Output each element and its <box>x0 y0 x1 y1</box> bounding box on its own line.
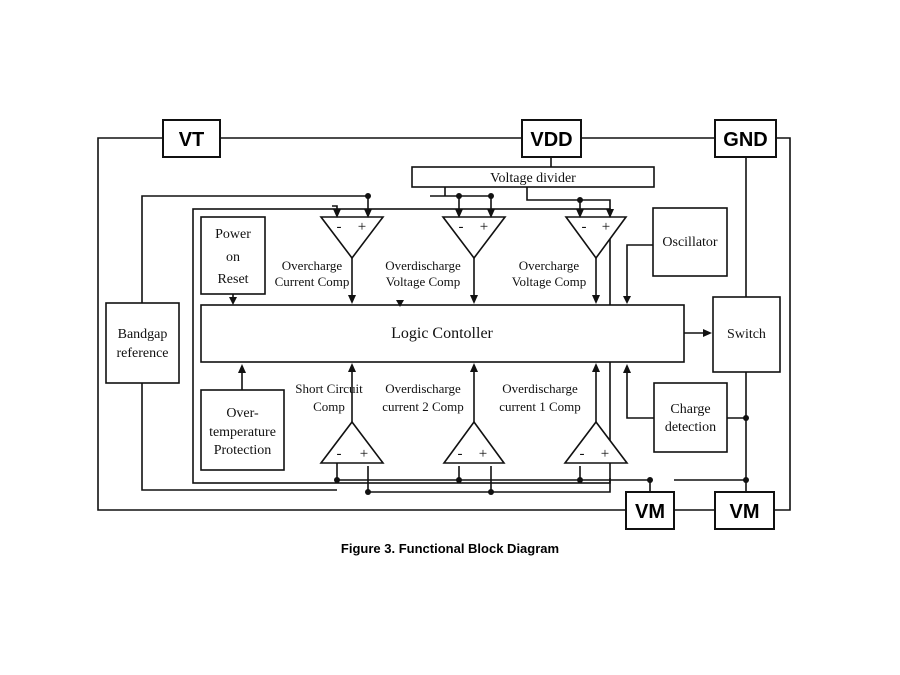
svg-text:VM: VM <box>635 501 665 523</box>
pin-vm-right: VM <box>714 491 775 530</box>
pin-vdd: VDD <box>521 119 582 158</box>
svg-text:+: + <box>602 219 610 235</box>
svg-text:Power: Power <box>215 227 251 242</box>
svg-text:Overcharge: Overcharge <box>519 258 580 273</box>
svg-text:GND: GND <box>723 129 767 151</box>
svg-text:+: + <box>601 446 609 462</box>
svg-text:Overdischarge: Overdischarge <box>385 381 461 396</box>
svg-text:-: - <box>337 446 342 462</box>
oscillator-block: Oscillator <box>652 207 728 277</box>
label-overcharge-voltage-comp: Overcharge Voltage Comp <box>512 258 587 289</box>
comparator-overdischarge-current-2: - + <box>442 420 506 464</box>
svg-text:current 1 Comp: current 1 Comp <box>499 399 581 414</box>
svg-text:Overcharge: Overcharge <box>282 258 343 273</box>
comparator-short-circuit: - + <box>319 420 385 464</box>
svg-text:-: - <box>459 219 464 235</box>
svg-text:Overdischarge: Overdischarge <box>385 258 461 273</box>
svg-text:Short Circuit: Short Circuit <box>295 381 363 396</box>
svg-text:on: on <box>226 250 240 265</box>
svg-text:Switch: Switch <box>727 327 766 342</box>
switch-block: Switch <box>712 296 781 373</box>
svg-text:-: - <box>337 219 342 235</box>
comparator-overdischarge-voltage: - + <box>441 216 507 260</box>
comparator-overdischarge-current-1: - + <box>563 420 629 464</box>
svg-text:+: + <box>480 219 488 235</box>
logic-controller-block: Logic Contoller <box>200 304 685 363</box>
figure-caption: Figure 3. Functional Block Diagram <box>341 541 559 556</box>
arrowheads <box>229 209 712 373</box>
svg-text:+: + <box>358 219 366 235</box>
svg-text:Oscillator: Oscillator <box>662 235 718 250</box>
svg-text:+: + <box>360 446 368 462</box>
svg-text:-: - <box>582 219 587 235</box>
label-short-circuit-comp: Short Circuit Comp <box>295 381 363 414</box>
svg-text:-: - <box>458 446 463 462</box>
comparator-overcharge-voltage: - + <box>564 216 628 260</box>
svg-text:-: - <box>580 446 585 462</box>
label-overdischarge-voltage-comp: Overdischarge Voltage Comp <box>385 258 461 289</box>
label-overcharge-current-comp: Overcharge Current Comp <box>275 258 350 289</box>
svg-text:reference: reference <box>116 346 168 361</box>
svg-text:Bandgap: Bandgap <box>118 327 168 342</box>
svg-text:Reset: Reset <box>217 272 248 287</box>
svg-text:Logic Contoller: Logic Contoller <box>391 325 493 342</box>
junction-dots <box>334 193 749 495</box>
pin-vt: VT <box>162 119 221 158</box>
charge-detection-block: Charge detection <box>653 382 728 453</box>
svg-text:Voltage Comp: Voltage Comp <box>386 274 461 289</box>
svg-text:Current Comp: Current Comp <box>275 274 350 289</box>
svg-text:temperature: temperature <box>209 425 276 440</box>
svg-text:Voltage Comp: Voltage Comp <box>512 274 587 289</box>
pin-vm-left: VM <box>625 491 675 530</box>
svg-text:VDD: VDD <box>530 129 572 151</box>
label-overdischarge-current-2-comp: Overdischarge current 2 Comp <box>382 381 464 414</box>
svg-text:+: + <box>479 446 487 462</box>
svg-text:Comp: Comp <box>313 399 345 414</box>
svg-text:Voltage divider: Voltage divider <box>490 171 576 186</box>
over-temperature-block: Over- temperature Protection <box>200 389 285 471</box>
power-on-reset-block: Power on Reset <box>200 216 266 295</box>
svg-text:Overdischarge: Overdischarge <box>502 381 578 396</box>
svg-text:Protection: Protection <box>214 443 272 458</box>
comparator-overcharge-current: - + <box>319 216 385 260</box>
svg-text:current 2 Comp: current 2 Comp <box>382 399 464 414</box>
pin-gnd: GND <box>714 119 777 158</box>
svg-text:detection: detection <box>665 420 716 435</box>
voltage-divider-block: Voltage divider <box>411 166 655 188</box>
svg-text:Over-: Over- <box>226 406 259 421</box>
svg-text:VM: VM <box>730 501 760 523</box>
svg-text:Charge: Charge <box>670 402 710 417</box>
label-overdischarge-current-1-comp: Overdischarge current 1 Comp <box>499 381 581 414</box>
outer-wiring <box>97 137 791 511</box>
svg-text:VT: VT <box>179 129 205 151</box>
bandgap-reference-block: Bandgap reference <box>105 302 180 384</box>
